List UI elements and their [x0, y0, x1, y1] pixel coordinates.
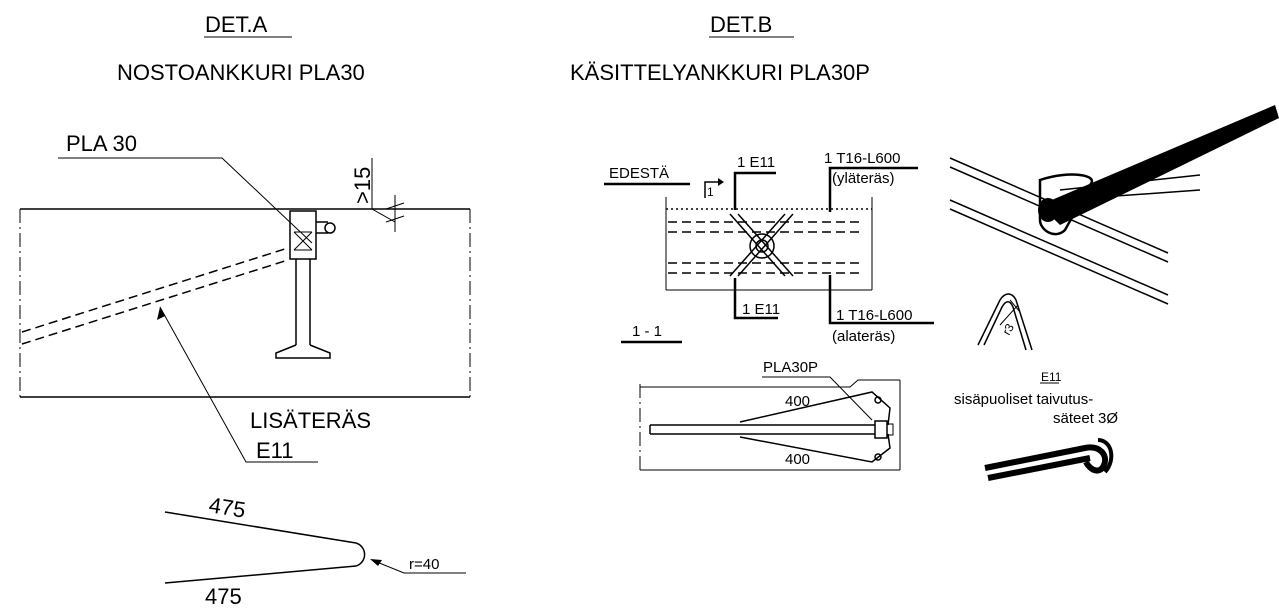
perspective-sketch: [949, 105, 1279, 305]
extra-rebar-upper: [21, 247, 289, 333]
det-a-title: NOSTOANKKURI PLA30: [117, 60, 365, 85]
det-b-header: DET.B: [710, 12, 772, 37]
anchor-leader: [58, 157, 313, 244]
det-b-title: KÄSITTELYANKKURI PLA30P: [570, 60, 870, 85]
bend-radius-note: r3: [999, 321, 1017, 338]
extra-rebar-lower: [21, 259, 289, 345]
view-label: EDESTÄ: [609, 165, 669, 182]
e11-cross-bars: [729, 213, 794, 277]
bend-length-top: 475: [207, 492, 247, 522]
leader-arrowhead: [157, 307, 165, 320]
section-marker: 1: [707, 185, 714, 199]
extra-rebar-code: E11: [256, 438, 294, 463]
bend-radius-leader: [371, 559, 466, 574]
len-bottom: 400: [785, 451, 810, 468]
extra-rebar-label: LISÄTERÄS: [250, 408, 371, 433]
section-view: [639, 379, 901, 471]
note-code: E11: [1041, 370, 1062, 384]
e11-bar-sketch: [984, 438, 1114, 481]
top-bar-leader: [828, 166, 918, 212]
anchor-label: PLA 30: [66, 131, 137, 156]
extra-rebar-leader: [159, 306, 318, 463]
note-line1: sisäpuoliset taivutus-: [954, 391, 1093, 408]
note-line2: säteet 3Ø: [1053, 410, 1118, 427]
section-anchor-leader: [762, 376, 873, 421]
bend-detail: [164, 511, 366, 584]
top-e11-leader: [733, 171, 776, 210]
bottom-bar-leader: [828, 275, 934, 325]
bottom-bar-label: 1 T16-L600: [836, 307, 912, 324]
section-arrow: [704, 181, 718, 198]
cover-dimension: >15: [350, 167, 375, 204]
bottom-e11-label: 1 E11: [742, 301, 780, 318]
bend-radius: r=40: [409, 556, 439, 573]
section-label: 1 - 1: [632, 323, 662, 340]
top-bar-note: (yläteräs): [832, 170, 895, 187]
len-top: 400: [785, 393, 810, 410]
bend-length-bottom: 475: [205, 584, 242, 609]
section-anchor-label: PLA30P: [763, 359, 818, 376]
bottom-e11-leader: [733, 278, 778, 320]
bend-radius-sketch: [977, 293, 1033, 351]
top-e11-label: 1 E11: [737, 154, 775, 171]
top-bar-label: 1 T16-L600: [824, 150, 900, 167]
lifting-anchor: [275, 210, 336, 359]
det-a-header: DET.A: [205, 12, 268, 37]
bottom-bar-note: (alateräs): [832, 328, 895, 345]
